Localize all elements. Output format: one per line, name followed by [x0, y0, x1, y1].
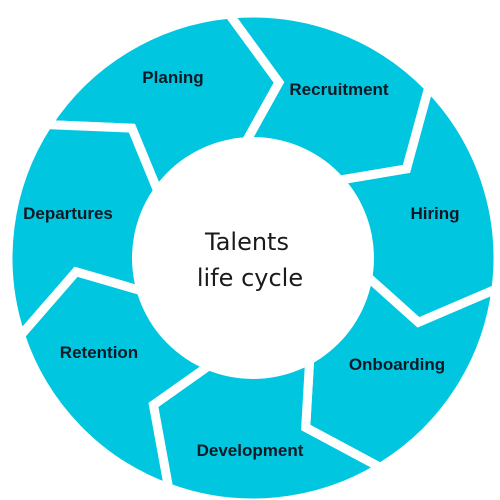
segment-label-development: Development	[197, 441, 304, 460]
cycle-labels: PlaningRecruitmentHiringOnboardingDevelo…	[23, 68, 459, 460]
segment-label-departures: Departures	[23, 204, 113, 223]
segment-label-recruitment: Recruitment	[289, 80, 389, 99]
center-title-line-2: life cycle	[197, 264, 303, 292]
center-disc	[132, 137, 374, 379]
segment-label-onboarding: Onboarding	[349, 355, 445, 374]
center-title-line-1: Talents	[204, 228, 289, 256]
segment-label-hiring: Hiring	[410, 204, 459, 223]
segment-label-planing: Planing	[142, 68, 203, 87]
segment-label-retention: Retention	[60, 343, 138, 362]
